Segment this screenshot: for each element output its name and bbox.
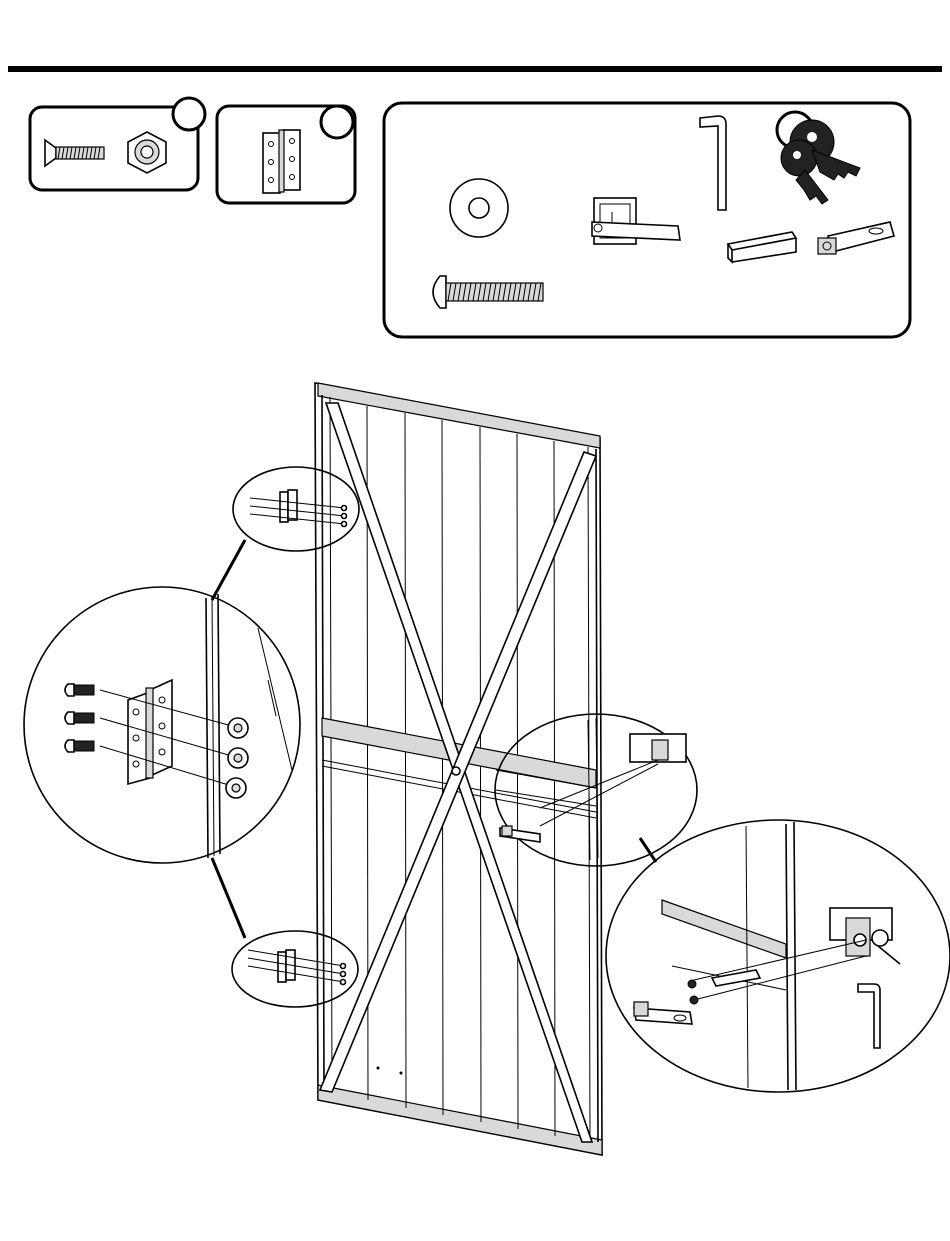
handle-icon bbox=[592, 198, 680, 244]
square-shaft-icon bbox=[728, 232, 796, 262]
parts-panel-fasteners bbox=[30, 98, 205, 190]
latch-plate-icon bbox=[818, 222, 894, 254]
washer-icon bbox=[450, 179, 508, 237]
hinge-detail-callout bbox=[24, 587, 300, 863]
bolt-icon bbox=[433, 276, 543, 308]
allen-key-icon bbox=[700, 116, 726, 210]
keys-icon bbox=[777, 112, 860, 204]
hex-nut-icon bbox=[226, 718, 248, 798]
hinge-icon bbox=[263, 130, 300, 193]
panel-badge bbox=[321, 106, 353, 138]
panel-badge bbox=[173, 98, 205, 130]
flat-head-screw-icon bbox=[65, 684, 94, 752]
header-rule bbox=[8, 66, 942, 72]
flat-head-screw-icon bbox=[45, 140, 104, 166]
hex-nut-icon bbox=[128, 132, 166, 173]
parts-panel-handle-lock bbox=[384, 103, 910, 337]
parts-panel-hinge bbox=[217, 106, 355, 203]
handle-detail-callout bbox=[606, 820, 950, 1092]
